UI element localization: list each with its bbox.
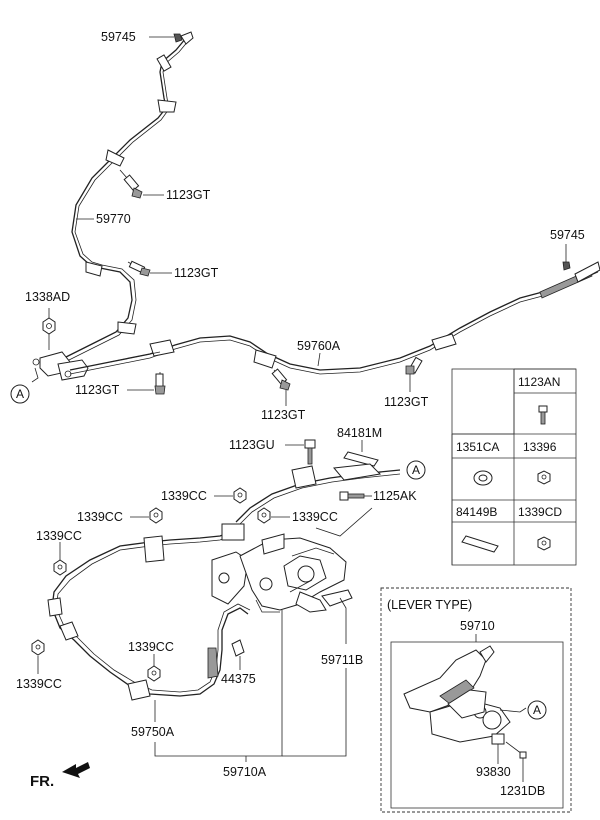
- leader-1125ak: [315, 507, 373, 537]
- label-1339cc-a: 1339CC: [161, 489, 207, 503]
- label-1123gt-e: 1123GT: [384, 395, 429, 409]
- legend-84149b: 84149B: [456, 505, 497, 519]
- bolt-1123gu: [285, 439, 316, 465]
- lever-inner-frame: [390, 641, 564, 809]
- nut-13396-icon: [537, 470, 551, 485]
- ref-circle-a-left: [10, 384, 30, 404]
- equalizer-bracket-left: [31, 351, 89, 383]
- lever-59710: [403, 645, 527, 743]
- label-44375: 44375: [221, 672, 256, 686]
- bolt-1123an-icon: [538, 405, 548, 425]
- label-1123gt-b: 1123GT: [174, 266, 219, 280]
- bolt-1125ak: [339, 491, 372, 501]
- label-59710: 59710: [460, 619, 495, 633]
- label-93830: 93830: [476, 765, 511, 779]
- legend-13396: 13396: [523, 440, 557, 454]
- nut-1338ad: [42, 308, 56, 350]
- label-59770: 59770: [96, 212, 131, 226]
- ref-circle-a-right: [406, 460, 426, 480]
- nut-1339cc-d: [53, 542, 67, 576]
- bolt-1123gt-b: [127, 260, 172, 277]
- ref-a-left: A: [16, 387, 24, 401]
- label-59760a: 59760A: [297, 339, 341, 353]
- label-1339cc-f: 1339CC: [128, 640, 174, 654]
- bolt-1123gt-a: [119, 169, 164, 199]
- clip-93830: [491, 733, 505, 764]
- pedal-assembly-59710a: [211, 533, 353, 613]
- legend-1123an: 1123AN: [518, 375, 560, 389]
- bolt-1123gt-e: [405, 356, 423, 392]
- front-arrow-icon: [62, 762, 90, 778]
- parts-legend-table: [451, 368, 577, 566]
- label-1339cc-e: 1339CC: [16, 677, 62, 691]
- washer-1351ca-icon: [473, 470, 493, 486]
- cable-59750a: [47, 523, 251, 701]
- label-1123gt-d: 1123GT: [261, 408, 306, 422]
- label-1339cc-d: 1339CC: [36, 529, 82, 543]
- label-59710a: 59710A: [223, 765, 267, 779]
- label-1125ak: 1125AK: [373, 489, 417, 503]
- cable-59770: [59, 31, 194, 364]
- label-1339cc-b: 1339CC: [77, 510, 123, 524]
- nut-1339cc-f: [147, 654, 161, 682]
- nut-1339cc-e: [31, 639, 45, 674]
- pad-84149b-icon: [461, 535, 499, 553]
- nut-1339cd-icon: [537, 536, 551, 551]
- label-84181m: 84181M: [337, 426, 382, 440]
- nut-1339cc-b: [130, 507, 163, 524]
- lever-type-box: [380, 587, 572, 813]
- legend-1339cd: 1339CD: [518, 505, 562, 519]
- ref-a-lever: A: [533, 703, 541, 717]
- leader-59710a: [154, 597, 347, 762]
- clip-59745-top: [149, 33, 183, 43]
- cable-to-ref-a-right: [235, 463, 401, 527]
- lever-type-title: (LEVER TYPE): [387, 598, 472, 612]
- ref-a-right: A: [412, 463, 420, 477]
- label-1123gt-c: 1123GT: [75, 383, 120, 397]
- clip-44375: [231, 639, 245, 670]
- bolt-1123gt-d: [271, 368, 291, 406]
- label-59745-right: 59745: [550, 228, 585, 242]
- direction-label: FR.: [30, 773, 54, 790]
- legend-1351ca: 1351CA: [456, 440, 499, 454]
- pad-84181m: [343, 440, 379, 467]
- cable-59760a: [69, 261, 600, 375]
- bolt-1123gt-c: [127, 372, 166, 395]
- ref-circle-a-lever: [527, 700, 547, 720]
- label-59711b: 59711B: [321, 653, 363, 667]
- label-59745-top: 59745: [101, 30, 136, 44]
- label-1231db: 1231DB: [500, 784, 545, 798]
- label-1123gu: 1123GU: [229, 438, 275, 452]
- clip-59745-right: [562, 244, 571, 271]
- label-59750a: 59750A: [131, 725, 175, 739]
- label-1339cc-c: 1339CC: [292, 510, 338, 524]
- nut-1339cc-c: [257, 507, 290, 524]
- label-1123gt-a: 1123GT: [166, 188, 211, 202]
- nut-1339cc-a: [214, 487, 247, 504]
- screw-1231db: [505, 741, 527, 782]
- label-1338ad: 1338AD: [25, 290, 70, 304]
